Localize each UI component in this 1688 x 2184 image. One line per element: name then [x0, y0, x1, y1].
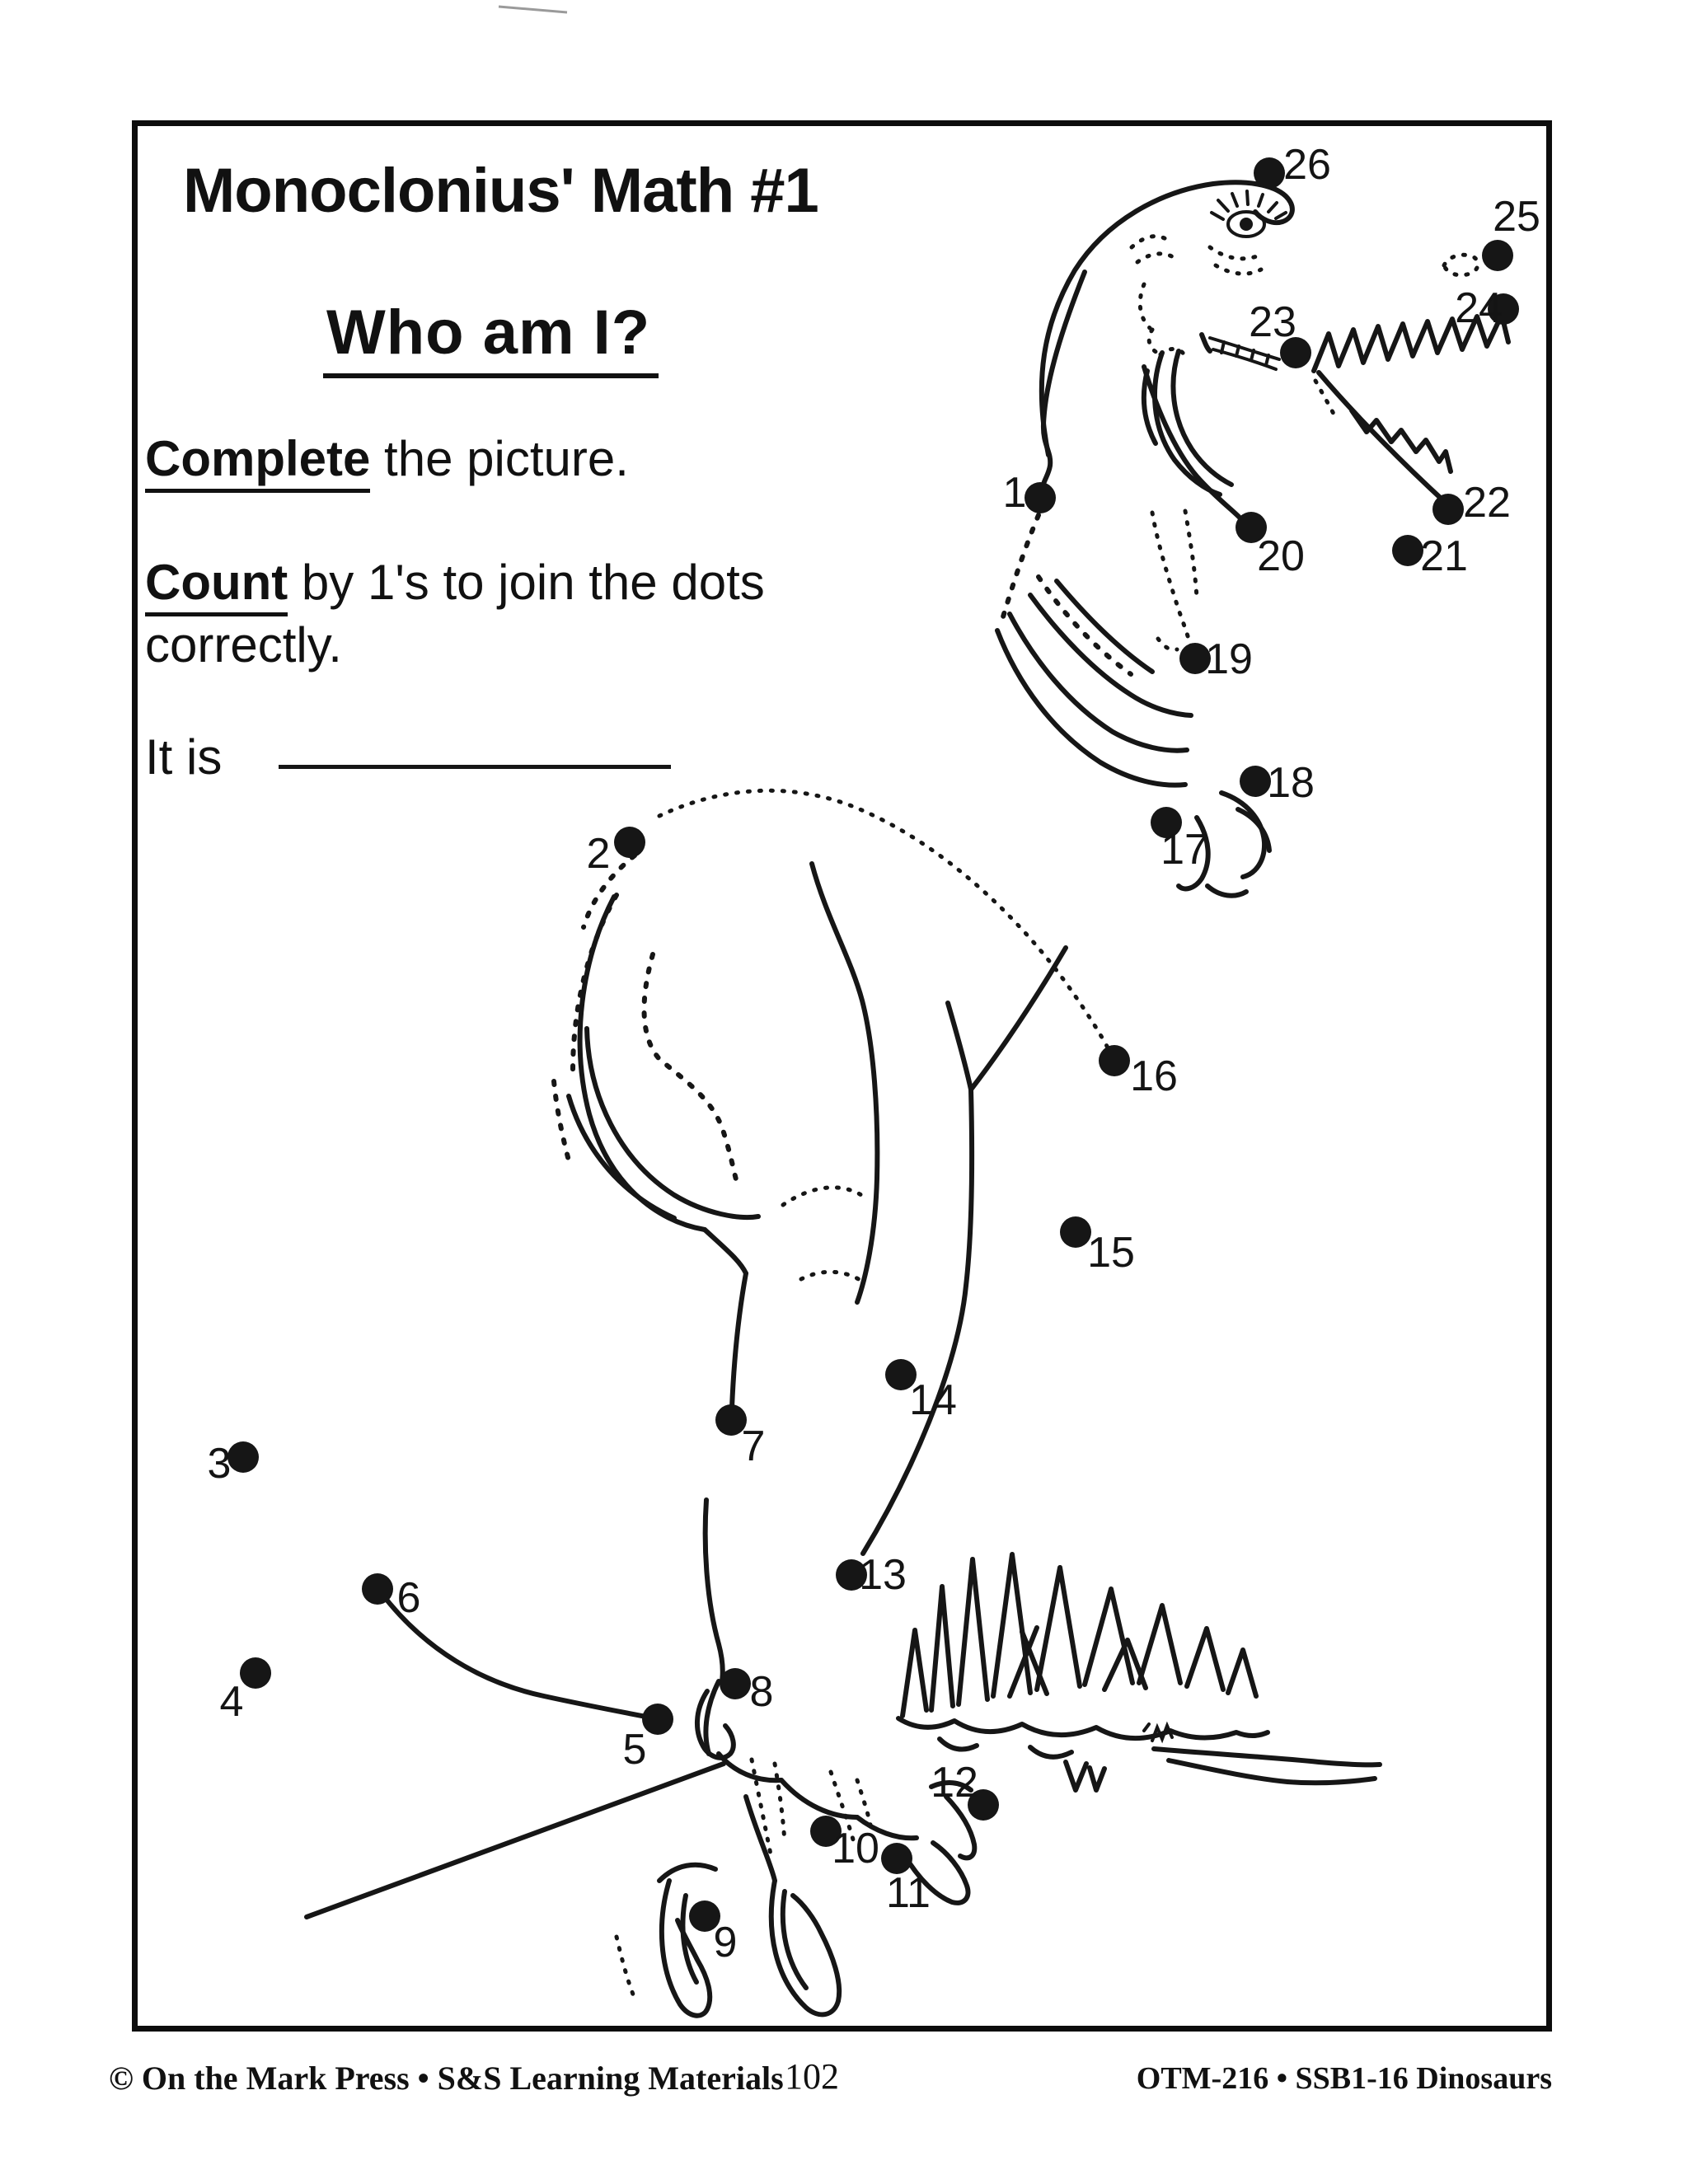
dot-label-16: 16 — [1130, 1052, 1178, 1100]
dot-label-3: 3 — [208, 1440, 232, 1488]
dot-9 — [689, 1900, 720, 1932]
dot-3 — [227, 1441, 259, 1473]
dot-23 — [1280, 337, 1311, 368]
dot-label-24: 24 — [1455, 284, 1503, 332]
dot-label-18: 18 — [1267, 759, 1315, 807]
dot-label-20: 20 — [1257, 532, 1305, 580]
dot-14 — [885, 1359, 917, 1390]
dot-16 — [1099, 1045, 1130, 1076]
ground-lines — [304, 1590, 1382, 1919]
dot-label-4: 4 — [220, 1678, 244, 1726]
dinosaur-eye — [1226, 210, 1266, 238]
page-title: Monoclonius' Math #1 — [183, 156, 819, 226]
dot-label-26: 26 — [1283, 141, 1331, 189]
dot-15 — [1060, 1216, 1091, 1248]
dot-1 — [1025, 482, 1056, 513]
dinosaur-body-and-leg — [551, 788, 1115, 1684]
instruction-complete: Complete the picture. — [145, 430, 629, 493]
instruction-count: Count by 1's to join the dots — [145, 554, 765, 616]
answer-blank-line — [279, 765, 671, 769]
instruction-count-rest: by 1's to join the dots — [288, 555, 765, 610]
footer-page-number: 102 — [785, 2056, 839, 2097]
dot-22 — [1432, 494, 1464, 525]
instruction-complete-keyword: Complete — [145, 431, 371, 493]
dot-26 — [1254, 157, 1285, 189]
dot-label-10: 10 — [832, 1825, 879, 1872]
dot-label-22: 22 — [1463, 479, 1511, 527]
dot-label-8: 8 — [750, 1668, 774, 1716]
footer-product-code: OTM-216 • SSB1-16 Dinosaurs — [1136, 2061, 1552, 2096]
dot-2 — [614, 827, 645, 858]
dot-label-11: 11 — [886, 1869, 931, 1917]
page-border — [132, 120, 1552, 2032]
dot-5 — [642, 1704, 673, 1735]
dinosaur-foot — [614, 1679, 978, 2018]
instruction-count-keyword: Count — [145, 555, 288, 616]
dot-24 — [1488, 293, 1519, 325]
dot-12 — [968, 1789, 999, 1821]
answer-prompt: It is — [145, 729, 223, 785]
dot-label-2: 2 — [587, 830, 611, 878]
dot-label-14: 14 — [909, 1376, 957, 1424]
dot-18 — [1240, 766, 1271, 797]
dot-label-5: 5 — [623, 1726, 647, 1774]
dot-label-12: 12 — [931, 1759, 978, 1807]
dot-label-15: 15 — [1087, 1229, 1135, 1277]
dot-7 — [715, 1404, 747, 1436]
dot-label-13: 13 — [859, 1551, 907, 1599]
dinosaur-head — [1039, 180, 1511, 505]
dot-8 — [720, 1668, 751, 1699]
dot-11 — [881, 1843, 912, 1874]
dinosaur-neck — [999, 269, 1247, 625]
dot-13 — [836, 1559, 867, 1591]
dot-6 — [362, 1573, 393, 1605]
scan-artifact — [498, 5, 568, 14]
dot-label-7: 7 — [742, 1422, 766, 1470]
dot-21 — [1392, 535, 1423, 566]
dot-label-19: 19 — [1205, 635, 1253, 683]
footer-publisher: © On the Mark Press • S&S Learning Mater… — [109, 2060, 784, 2097]
dot-17 — [1151, 807, 1182, 838]
dot-label-23: 23 — [1249, 298, 1296, 346]
dot-label-1: 1 — [1003, 469, 1027, 517]
dinosaur-arm — [995, 509, 1272, 898]
dot-25 — [1482, 240, 1513, 271]
worksheet-subtitle: Who am I? — [323, 297, 659, 378]
dot-label-21: 21 — [1420, 532, 1468, 580]
artist-signature-mark — [1142, 1721, 1174, 1744]
dot-label-9: 9 — [714, 1919, 738, 1966]
instruction-complete-rest: the picture. — [370, 431, 629, 486]
dot-19 — [1179, 643, 1211, 674]
dot-label-25: 25 — [1493, 193, 1540, 241]
dot-20 — [1236, 512, 1267, 543]
grass-tuft — [896, 1552, 1270, 1793]
dot-4 — [240, 1657, 271, 1689]
instruction-count-line2: correctly. — [145, 617, 342, 673]
dot-10 — [810, 1816, 842, 1847]
dot-label-6: 6 — [397, 1574, 421, 1622]
dot-label-17: 17 — [1160, 826, 1208, 874]
